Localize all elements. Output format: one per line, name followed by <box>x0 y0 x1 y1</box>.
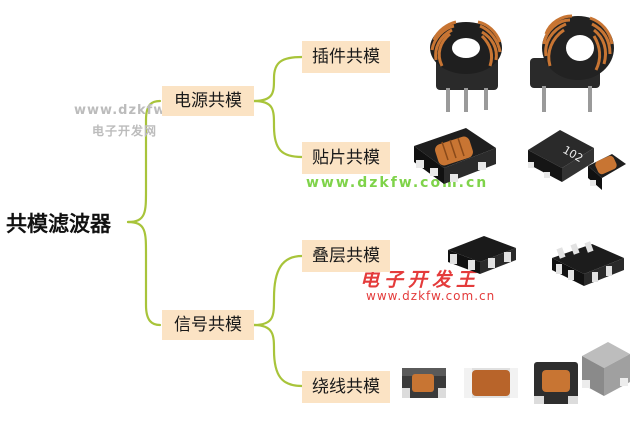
through-hole-toroid-choke-image <box>430 20 502 112</box>
wire-wound-chip-choke-image <box>402 368 446 398</box>
smd-common-mode-choke-image <box>414 128 496 184</box>
wire-wound-chip-choke-image-4 <box>582 342 630 396</box>
connector-root-power <box>126 99 162 224</box>
node-stacked-common-mode: 叠层共模 <box>302 240 390 272</box>
multilayer-chip-filter-array-image <box>552 241 624 286</box>
wire-wound-chip-choke-image-2 <box>464 368 518 398</box>
watermark-logo-url: www.dzkfw.com.cn <box>366 289 496 303</box>
watermark-site-name: 电子开发网 <box>92 124 158 138</box>
node-signal-common-mode: 信号共模 <box>162 310 254 340</box>
watermark-logo-name: 电子开发王 <box>360 269 481 291</box>
wire-wound-chip-choke-image-3 <box>534 362 578 404</box>
node-plugin-common-mode: 插件共模 <box>302 41 390 73</box>
connector-power-smd <box>252 99 304 159</box>
smd-common-mode-choke-102-image: 102 <box>528 130 626 190</box>
node-power-common-mode: 电源共模 <box>162 86 254 116</box>
connector-power-plugin <box>252 55 304 103</box>
connector-signal-wound <box>252 323 304 388</box>
connector-signal-stacked <box>252 254 304 327</box>
node-wound-common-mode: 绕线共模 <box>302 371 390 403</box>
diagram-root: 共模滤波器 <box>6 212 111 236</box>
connector-root-signal <box>126 220 162 327</box>
through-hole-toroid-choke-image-2 <box>530 14 614 112</box>
multilayer-chip-filter-image <box>448 236 516 274</box>
node-smd-common-mode: 贴片共模 <box>302 142 390 174</box>
